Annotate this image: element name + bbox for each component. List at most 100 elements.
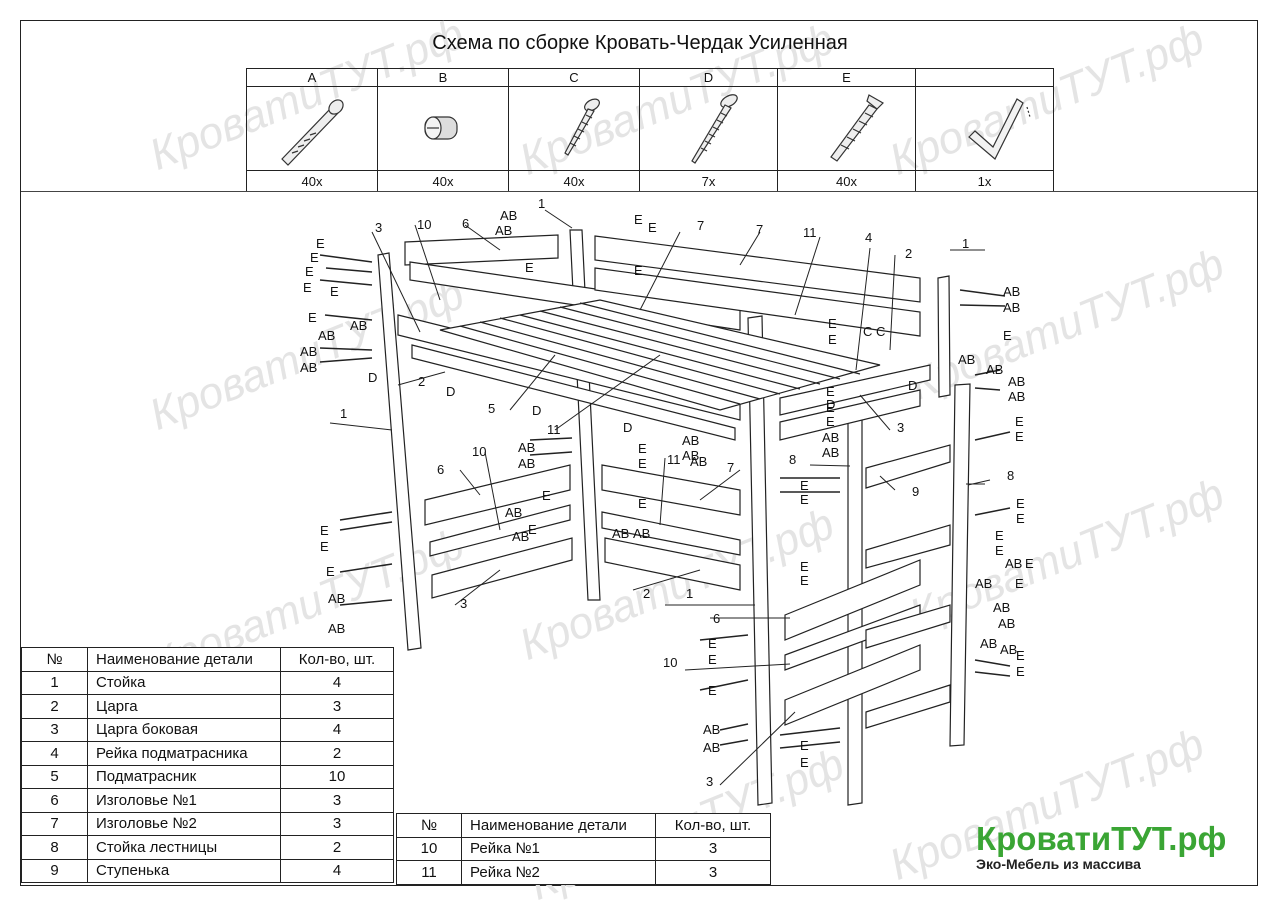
part-number: 7 <box>21 811 88 836</box>
table-header-row: № Наименование детали Кол-во, шт. <box>21 647 394 672</box>
hardware-qty: 40x <box>377 170 509 192</box>
hardware-label: E <box>1016 511 1025 526</box>
hardware-label: AB <box>1003 300 1020 315</box>
part-qty: 4 <box>280 717 394 742</box>
hardware-label: E <box>316 236 325 251</box>
hardware-label: AB <box>1008 389 1025 404</box>
callout: 7 <box>727 460 734 475</box>
callout: 4 <box>865 230 872 245</box>
hardware-label: D <box>532 403 541 418</box>
hardware-label: AB <box>1003 284 1020 299</box>
hardware-label: AB <box>318 328 335 343</box>
callout: 3 <box>460 596 467 611</box>
hardware-label: AB <box>500 208 517 223</box>
hardware-label: E <box>326 564 335 579</box>
drawing-frame <box>20 20 1258 886</box>
part-qty: 3 <box>280 788 394 813</box>
hardware-label: AB <box>703 740 720 755</box>
hardware-label: D <box>446 384 455 399</box>
callout: 6 <box>462 216 469 231</box>
callout: 1 <box>962 236 969 251</box>
hardware-label: C <box>876 324 885 339</box>
hardware-label: AB <box>682 448 699 463</box>
logo-name: КроватиТУТ.рф <box>976 820 1227 857</box>
hardware-label: AB <box>518 440 535 455</box>
hardware-label: AB <box>690 454 707 469</box>
callout: 7 <box>697 218 704 233</box>
hardware-label: E <box>800 492 809 507</box>
hardware-label: AB <box>300 360 317 375</box>
part-qty: 3 <box>655 836 771 861</box>
hardware-label: AB <box>1000 642 1017 657</box>
part-name: Царга <box>87 694 281 719</box>
part-name: Царга боковая <box>87 717 281 742</box>
hardware-label: AB <box>1008 374 1025 389</box>
hardware-label: E <box>1016 648 1025 663</box>
hardware-label: AB <box>958 352 975 367</box>
hardware-label: E <box>634 212 643 227</box>
hardware-label: E <box>826 414 835 429</box>
callout: 9 <box>912 484 919 499</box>
part-name: Подматрасник <box>87 764 281 789</box>
hardware-label: E <box>800 573 809 588</box>
hardware-label: AB <box>1005 556 1022 571</box>
hardware-label: D <box>623 420 632 435</box>
barrel-nut-icon <box>377 86 509 171</box>
callout: 3 <box>897 420 904 435</box>
page-title: Схема по сборке Кровать-Чердак Усиленная <box>432 32 848 54</box>
callout: 3 <box>375 220 382 235</box>
hardware-label: E <box>1015 576 1024 591</box>
part-name: Рейка подматрасника <box>87 741 281 766</box>
part-number: 8 <box>21 835 88 860</box>
hardware-label: AB <box>975 576 992 591</box>
hardware-label: E <box>995 528 1004 543</box>
hardware-label: E <box>800 478 809 493</box>
part-qty: 3 <box>280 694 394 719</box>
hardware-label: E <box>708 636 717 651</box>
hardware-label: AB <box>986 362 1003 377</box>
logo-tagline: Эко-Мебель из массива <box>976 856 1141 872</box>
hardware-label: AB <box>518 456 535 471</box>
callout: 2 <box>418 374 425 389</box>
column-header: № <box>21 647 88 672</box>
callout: 10 <box>472 444 486 459</box>
brand-logo: КроватиТУТ.рф Эко-Мебель из массива <box>976 820 1226 872</box>
callout: 5 <box>488 401 495 416</box>
part-number: 4 <box>21 741 88 766</box>
hardware-label: E <box>1015 414 1024 429</box>
part-number: 2 <box>21 694 88 719</box>
part-number: 6 <box>21 788 88 813</box>
hardware-label: E <box>638 441 647 456</box>
table-header-row: № Наименование детали Кол-во, шт. <box>396 813 771 838</box>
column-header: Наименование детали <box>461 813 656 838</box>
callout: 1 <box>686 586 693 601</box>
callout: 6 <box>713 611 720 626</box>
part-name: Стойка <box>87 670 281 695</box>
hardware-label: E <box>708 652 717 667</box>
hardware-label: AB <box>822 430 839 445</box>
hardware-label: AB <box>350 318 367 333</box>
callout: 2 <box>643 586 650 601</box>
column-header: Кол-во, шт. <box>280 647 394 672</box>
hardware-table: A B C D E <box>246 68 1054 192</box>
callout: 1 <box>538 196 545 211</box>
hardware-label: AB <box>612 526 629 541</box>
wood-screw-icon <box>508 86 640 171</box>
bed-frame-drawing <box>377 229 971 806</box>
hardware-label: E <box>305 264 314 279</box>
hardware-label: AB <box>300 344 317 359</box>
column-header: № <box>396 813 462 838</box>
leader-lines <box>329 209 991 786</box>
divider <box>21 191 1257 192</box>
hardware-label: E <box>330 284 339 299</box>
hardware-label: E <box>826 400 835 415</box>
column-header: Кол-во, шт. <box>655 813 771 838</box>
